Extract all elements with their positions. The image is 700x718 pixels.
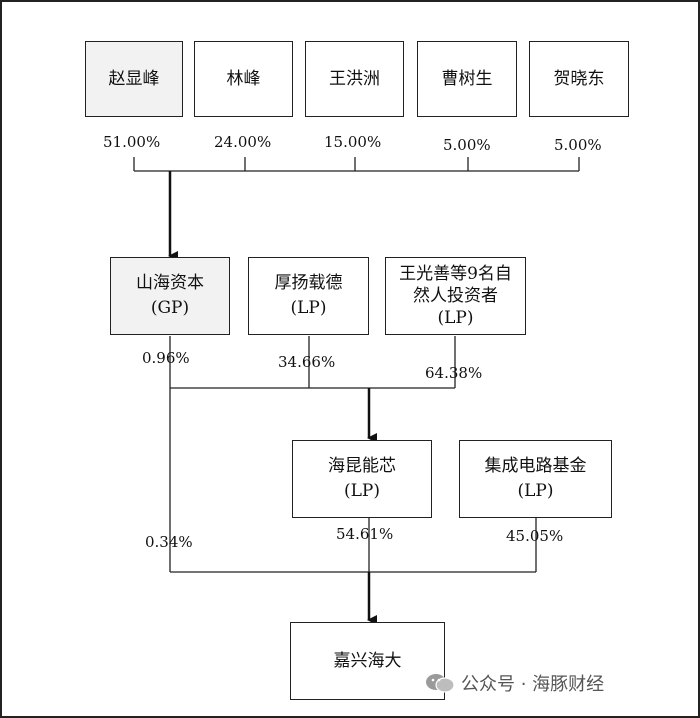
shareholder-box: 曹树生	[417, 41, 517, 117]
entity-name: 厚扬载德	[274, 273, 343, 293]
shareholding-pct: 0.34%	[145, 533, 193, 551]
target-company-box: 嘉兴海大	[290, 622, 445, 700]
shareholder-name: 林峰	[226, 68, 261, 89]
shareholding-pct: 0.96%	[142, 349, 190, 367]
lp-box: 王光善等9名自 然人投资者 (LP)	[385, 257, 526, 335]
entity-role: (LP)	[437, 308, 474, 328]
shareholder-name: 贺晓东	[553, 68, 605, 89]
entity-name-cont: 然人投资者	[413, 286, 498, 306]
entity-role: (LP)	[344, 481, 380, 501]
entity-name: 集成电路基金	[484, 456, 587, 476]
watermark-text: 公众号 · 海豚财经	[461, 674, 605, 695]
shareholder-box: 贺晓东	[529, 41, 629, 117]
entity-role: (GP)	[150, 298, 190, 318]
shareholder-box: 林峰	[194, 41, 293, 117]
shareholding-pct: 45.05%	[506, 527, 564, 545]
shareholder-name: 赵显峰	[108, 68, 160, 89]
lp-box: 厚扬载德 (LP)	[248, 257, 369, 335]
shareholding-pct: 51.00%	[103, 133, 161, 151]
wechat-logo-icon	[425, 672, 455, 694]
lp-box: 海昆能芯 (LP)	[292, 440, 432, 518]
shareholding-pct: 5.00%	[443, 136, 491, 154]
entity-name: 王光善等9名自	[399, 264, 512, 284]
shareholding-pct: 15.00%	[324, 133, 382, 151]
entity-role: (LP)	[517, 481, 554, 501]
shareholding-pct: 5.00%	[554, 136, 602, 154]
lp-box: 集成电路基金 (LP)	[459, 440, 612, 518]
shareholding-pct: 24.00%	[214, 133, 272, 151]
entity-name: 海昆能芯	[328, 456, 396, 476]
target-company-name: 嘉兴海大	[333, 650, 402, 671]
gp-box: 山海资本 (GP)	[110, 257, 230, 335]
shareholder-name: 曹树生	[441, 68, 493, 89]
shareholding-pct: 64.38%	[425, 364, 483, 382]
watermark: 公众号 · 海豚财经	[425, 670, 604, 696]
shareholder-box: 王洪洲	[305, 41, 404, 117]
entity-name: 山海资本	[136, 273, 204, 293]
shareholding-pct: 34.66%	[278, 353, 336, 371]
shareholder-box: 赵显峰	[85, 41, 183, 117]
entity-role: (LP)	[290, 298, 327, 318]
shareholder-name: 王洪洲	[329, 68, 380, 89]
shareholding-pct: 54.61%	[336, 525, 394, 543]
